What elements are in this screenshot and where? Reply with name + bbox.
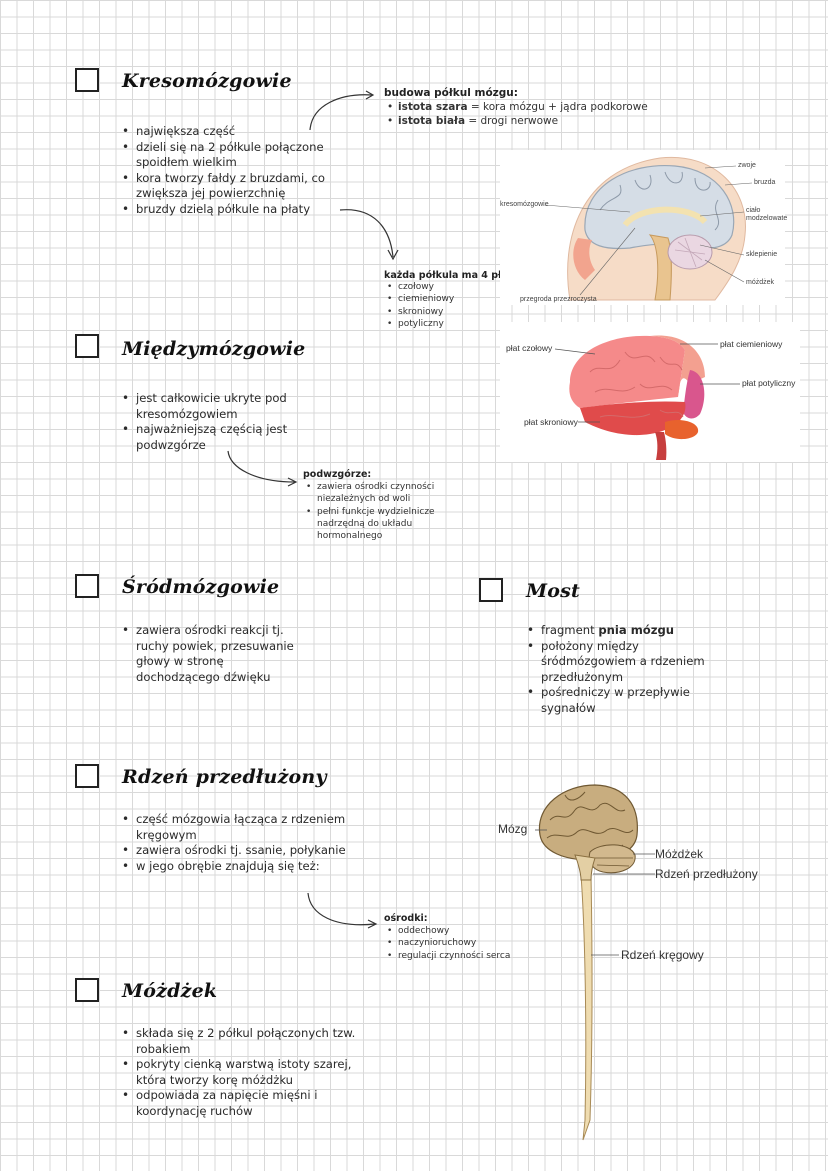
figure-label: płat potyliczny [742, 378, 796, 388]
heading-srodmozgowie: Śródmózgowie [122, 576, 280, 598]
notes-mozdzek: składa się z 2 półkul połączonych tzw. r… [118, 1026, 363, 1120]
notes-most: fragment pnia mózgu położony między śród… [523, 623, 728, 717]
list-item: oddechowy [384, 925, 510, 938]
list-item: zawiera ośrodki tj. ssanie, połykanie [118, 843, 378, 859]
figure-label: płat skroniowy [524, 417, 578, 427]
list-item: potyliczny [384, 318, 454, 331]
osrodki-list: oddechowy naczynioruchowy regulacji czyn… [384, 925, 510, 962]
list-item: kora tworzy fałdy z bruzdami, co zwiększ… [118, 171, 358, 202]
brain-spinal-figure: Mózg Móżdżek Rdzeń przedłużony Rdzeń krę… [495, 780, 770, 1145]
budowa-list: istota szara = kora mózgu + jądra podkor… [384, 100, 648, 128]
heading-kresomozgowie: Kresomózgowie [122, 70, 292, 92]
list-item: zawiera ośrodki czynności niezależnych o… [303, 481, 463, 506]
list-item: regulacji czynności serca [384, 950, 510, 963]
figure-label: móżdżek [746, 279, 775, 286]
brain-lobes-figure: płat czołowy płat ciemieniowy płat potyl… [500, 322, 800, 462]
arrow-icon [309, 90, 375, 131]
platy-list: czołowy ciemieniowy skroniowy potyliczny [384, 281, 454, 330]
figure-label: bruzda [754, 179, 776, 186]
list-item: dzieli się na 2 półkule połączone spoidł… [118, 140, 358, 171]
figure-label: przegroda przezroczysta [520, 296, 597, 303]
notes-kresomozgowie: największa część dzieli się na 2 półkule… [118, 124, 358, 218]
list-item: pośredniczy w przepływie sygnałów [523, 685, 728, 716]
osrodki-title: ośrodki: [384, 913, 428, 924]
notes-miedzymozgowie: jest całkowicie ukryte pod kresomózgowie… [118, 391, 323, 453]
podwzgorze-list: zawiera ośrodki czynności niezależnych o… [303, 481, 463, 542]
list-item: jest całkowicie ukryte pod kresomózgowie… [118, 391, 323, 422]
brain-section-figure: zwoje bruzda kresomózgowie ciało modzelo… [500, 150, 788, 305]
checkbox-kresomozgowie[interactable] [75, 68, 99, 92]
budowa-title: budowa półkul mózgu: [384, 87, 518, 99]
figure-label: ciało modzelowate [746, 207, 788, 222]
list-item: składa się z 2 półkul połączonych tzw. r… [118, 1026, 363, 1057]
list-item: odpowiada za napięcie mięśni i koordynac… [118, 1088, 363, 1119]
figure-label: zwoje [738, 162, 756, 169]
notes-srodmozgowie: zawiera ośrodki reakcji tj. ruchy powiek… [118, 623, 298, 685]
list-item: naczynioruchowy [384, 937, 510, 950]
list-item: istota biała = drogi nerwowe [384, 114, 648, 128]
list-item: czołowy [384, 281, 454, 294]
notes-rdzen: część mózgowia łącząca z rdzeniem kręgow… [118, 812, 378, 874]
platy-title: każda półkula ma 4 płaty: [384, 270, 523, 281]
checkbox-most[interactable] [479, 578, 503, 602]
heading-most: Most [526, 580, 580, 602]
list-item: istota szara = kora mózgu + jądra podkor… [384, 100, 648, 114]
list-item: ciemieniowy [384, 293, 454, 306]
arrow-icon [227, 450, 298, 487]
checkbox-mozdzek[interactable] [75, 978, 99, 1002]
figure-label: sklepienie [746, 251, 778, 258]
figure-label: płat czołowy [506, 343, 553, 353]
figure-label: Móżdżek [655, 847, 704, 861]
list-item: zawiera ośrodki reakcji tj. ruchy powiek… [118, 623, 298, 685]
list-item: fragment pnia mózgu [523, 623, 728, 639]
checkbox-miedzymozgowie[interactable] [75, 334, 99, 358]
arrow-icon [307, 892, 378, 929]
heading-miedzymozgowie: Międzymózgowie [122, 338, 306, 360]
list-item: położony między śródmózgowiem a rdzeniem… [523, 639, 728, 686]
checkbox-srodmozgowie[interactable] [75, 574, 99, 598]
list-item: pełni funkcje wydzielnicze nadrzędną do … [303, 506, 463, 543]
checkbox-rdzen[interactable] [75, 764, 99, 788]
figure-label: płat ciemieniowy [720, 339, 783, 349]
heading-rdzen: Rdzeń przedłużony [122, 766, 327, 788]
list-item: część mózgowia łącząca z rdzeniem kręgow… [118, 812, 378, 843]
figure-label: Mózg [498, 822, 528, 836]
list-item: pokryty cienką warstwą istoty szarej, kt… [118, 1057, 363, 1088]
heading-mozdzek: Móżdżek [122, 980, 218, 1002]
list-item: skroniowy [384, 306, 454, 319]
arrow-icon [339, 209, 399, 261]
list-item: bruzdy dzielą półkule na płaty [118, 202, 358, 218]
list-item: w jego obrębie znajdują się też: [118, 859, 378, 875]
figure-label: kresomózgowie [500, 201, 549, 208]
figure-label: Rdzeń kręgowy [621, 948, 704, 962]
podwzgorze-title: podwzgórze: [303, 469, 372, 480]
list-item: najważniejszą częścią jest podwzgórze [118, 422, 323, 453]
figure-label: Rdzeń przedłużony [655, 867, 758, 881]
list-item: największa część [118, 124, 358, 140]
